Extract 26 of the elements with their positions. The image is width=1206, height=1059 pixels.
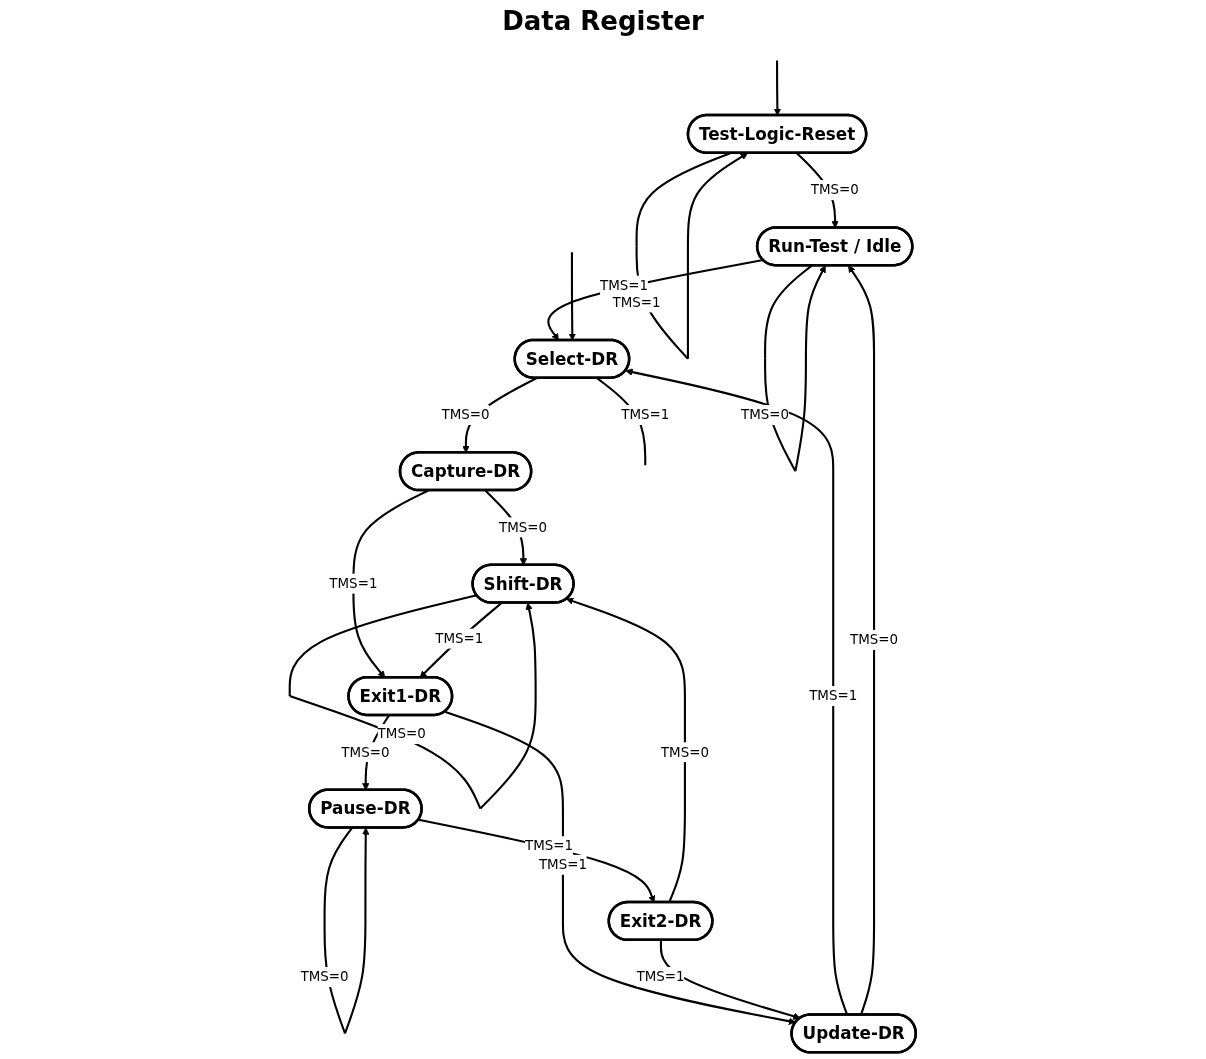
edge-label: TMS=0 (377, 725, 426, 742)
edge-label: TMS=1 (636, 968, 685, 985)
arrow (444, 710, 797, 1025)
edge-label: TMS=1 (621, 406, 670, 423)
arrow (418, 818, 656, 903)
edge-label: TMS=0 (850, 631, 899, 648)
arrow (773, 60, 782, 116)
edge-label: TMS=1 (525, 837, 574, 854)
edge-label: TMS=0 (341, 743, 390, 760)
edge-label: TMS=1 (329, 575, 378, 592)
edge-label: TMS=0 (499, 519, 548, 535)
arrow (419, 602, 503, 678)
arrow (288, 594, 537, 810)
edge-label: TMS=0 (441, 406, 490, 423)
edge-label: TMS=0 (741, 406, 790, 423)
edge-label: TMS=0 (810, 181, 860, 198)
edge-label: TMS=1 (435, 630, 484, 647)
edge-label: TMS=0 (300, 968, 349, 985)
arrow (566, 597, 687, 903)
section-heading: Data Register (502, 6, 704, 36)
edge-label: TMS=1 (539, 856, 588, 873)
edge-label: TMS=0 (661, 743, 710, 760)
edge-label: TMS=1 (809, 687, 858, 704)
edge-label: TMS=1 (612, 294, 661, 311)
edge-label: TMS=1 (600, 277, 649, 294)
arrow (660, 940, 801, 1020)
